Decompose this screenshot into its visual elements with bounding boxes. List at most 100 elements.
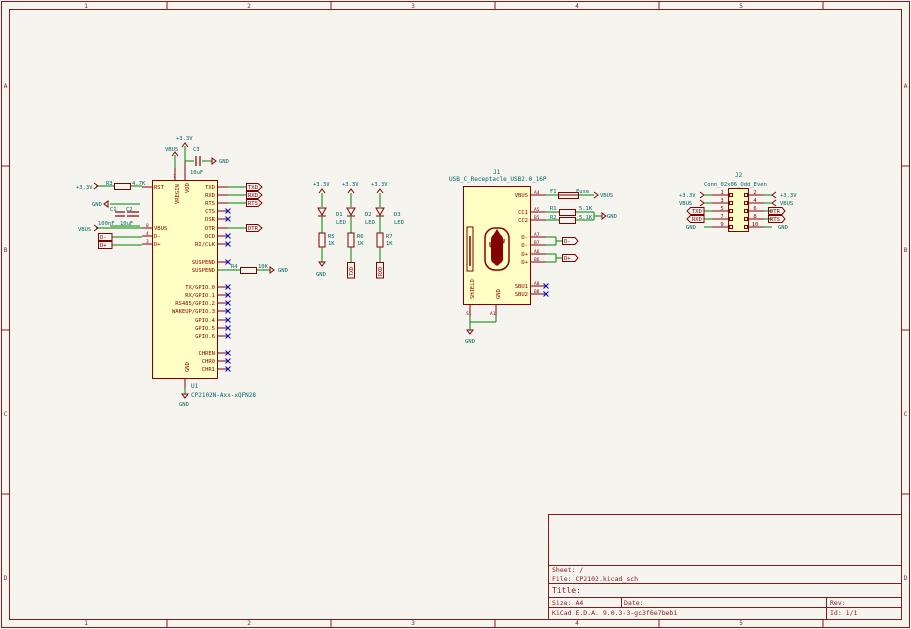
label-dminus-left: D-	[100, 235, 107, 241]
u1-pin-num: 8	[146, 223, 149, 229]
col-label: 2	[247, 3, 251, 10]
col-label: 1	[84, 620, 88, 627]
j1-pin-num: A5	[534, 207, 540, 213]
no-connect-flag	[543, 291, 549, 297]
row-label: C	[4, 411, 8, 418]
led-net-label: RXD	[378, 267, 384, 276]
no-connect-flag	[225, 208, 231, 214]
j2-power-label: +3.3V	[780, 193, 797, 199]
u1-vbus-label: VBUS	[165, 147, 178, 153]
j1-ref: J1	[493, 169, 501, 176]
j2-power-label: VBUS	[679, 201, 692, 207]
kicad-version: KiCad E.D.A. 9.0.3-3-gc3f6e7beb1	[552, 609, 677, 617]
no-connect-flag	[225, 333, 231, 339]
u1-pin-dminus: D-	[154, 234, 161, 240]
led-resistor-value: 1K	[328, 241, 335, 247]
led-resistor-value: 1K	[386, 241, 393, 247]
col-label: 3	[411, 3, 415, 10]
j1-pin-num: B6	[534, 257, 540, 263]
u1-pin-suspend: SUSPEND	[192, 268, 215, 274]
u1-pin-num: 7	[173, 174, 176, 180]
cc-gnd-label: GND	[607, 214, 617, 220]
led-resistor	[318, 232, 326, 248]
j1-pin-num: B8	[534, 289, 540, 295]
u1-pin-chren: CHREN	[198, 351, 215, 357]
led-resistor	[376, 232, 384, 248]
row-label: B	[4, 247, 8, 254]
r4-value: 10K	[258, 264, 269, 270]
size-field: Size: A4	[552, 599, 583, 607]
col-label: 1	[84, 3, 88, 10]
r1-value: 5.1K	[579, 206, 593, 212]
u1-pin-gpio-5: GPIO.5	[195, 326, 215, 332]
u1-pin-num: 3	[146, 239, 149, 245]
file-name: File: CP2102.kicad_sch	[552, 575, 638, 583]
j1-gnd-pin: GND	[496, 289, 502, 299]
row-label: D	[904, 575, 908, 582]
j2-power-label: VBUS	[780, 201, 793, 207]
u1-cp2102n: VREGIN VDD RST VBUS D- D+ 8 4 3 7 GND TX…	[142, 162, 256, 399]
u1-pin-gpio-4: GPIO.4	[195, 318, 216, 324]
r2-ref: R2	[550, 215, 557, 221]
c3-ref: C3	[193, 147, 200, 153]
j1-pin-d-: D-	[521, 235, 528, 241]
c3-value: 10uF	[190, 170, 203, 176]
j2-net-label: DTR	[770, 209, 781, 215]
r3-value: 4.7K	[132, 181, 146, 187]
j2-pin-num: 9	[720, 222, 723, 228]
label-dplus-left: D+	[100, 243, 107, 249]
j2-pin-num: 4	[753, 198, 757, 204]
j1-pin-vbus: VBUS	[515, 193, 528, 199]
u1-pin-vbus: VBUS	[154, 226, 167, 232]
r3-ref: R3	[106, 181, 113, 187]
led-value: LED	[336, 220, 346, 226]
col-label: 5	[739, 3, 743, 10]
u1-pin-rs485-gpio-2: RS485/GPIO.2	[175, 301, 215, 307]
u1-pin-rxd: RXD	[205, 193, 215, 199]
label-txd-u1: TXD	[248, 185, 258, 191]
u1-pin-rx-gpio-1: RX/GPIO.1	[185, 293, 215, 299]
j1-pin-num: A8	[534, 281, 540, 287]
col-label: 3	[411, 620, 415, 627]
j1-pin-a1: A1	[490, 311, 496, 317]
c3-gnd-label: GND	[219, 159, 229, 165]
u1-pin-gpio-6: GPIO.6	[195, 334, 215, 340]
sheet-name: Sheet: /	[552, 566, 583, 574]
j2-pin-num: 10	[752, 222, 759, 228]
row-label: A	[904, 83, 908, 90]
j1-vbus-label: VBUS	[600, 193, 613, 199]
u1-pin-rst: RST	[154, 185, 165, 191]
c2-value: 10uF	[120, 221, 133, 227]
led-indicators: +3.3VD1LEDR51KGND+3.3VD2LEDR61KTXD+3.3VD…	[313, 182, 404, 279]
title-block: Sheet: / File: CP2102.kicad_sch Title: S…	[548, 514, 902, 620]
led-ref: D2	[365, 212, 372, 218]
u1-gnd-label: GND	[179, 402, 189, 408]
r4-gnd-label: GND	[278, 268, 288, 274]
u1-pin-rts: RTS	[205, 201, 215, 207]
no-connect-flag	[225, 292, 231, 298]
u1-pin-gnd: GND	[185, 362, 191, 372]
j2-pin-num: 1	[720, 190, 723, 196]
no-connect-flag	[225, 241, 231, 247]
j1-shield: SHIELD	[470, 279, 476, 299]
r2-value: 5.1K	[579, 215, 593, 221]
f1-value: Fuse	[576, 189, 589, 195]
label-dtr-u1: DTR	[248, 226, 259, 232]
j2-gnd-label: GND	[686, 225, 696, 231]
j1-gnd-label: GND	[465, 339, 475, 345]
vbus-left-label: VBUS	[78, 227, 91, 233]
j2-pin-num: 8	[753, 214, 756, 220]
j2-power-label: +3.3V	[679, 193, 696, 199]
u1-pin-ri-clk: RI/CLK	[195, 242, 216, 248]
j1-pin-num: B5	[534, 215, 540, 221]
row-label: D	[4, 575, 8, 582]
row-label: B	[904, 247, 908, 254]
led-ref: D3	[394, 212, 401, 218]
j1-pin-d-: D+	[521, 252, 528, 258]
